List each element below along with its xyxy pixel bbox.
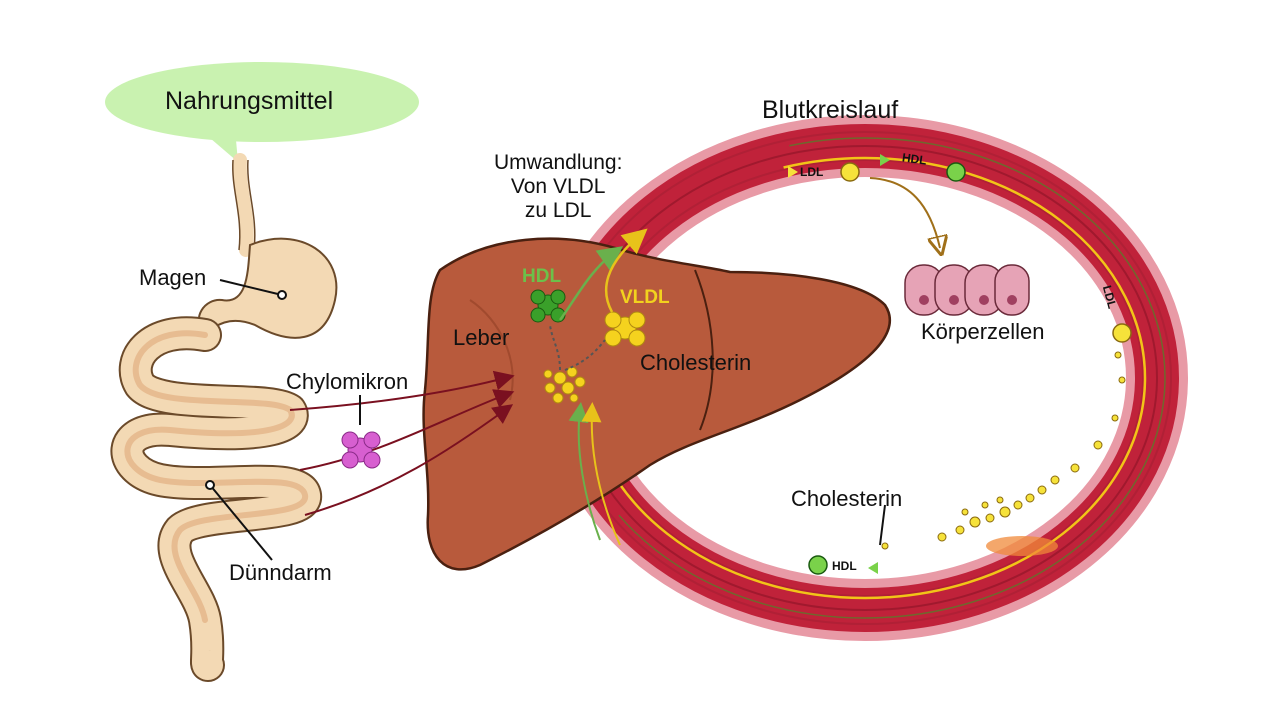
cholesterol-deposits-vessel (881, 351, 1126, 550)
small-intestine-label: Dünndarm (229, 560, 332, 585)
food-label: Nahrungsmittel (165, 87, 334, 115)
liver-label: Leber (453, 325, 510, 350)
stomach-label: Magen (139, 265, 207, 290)
cholesterol-liver-label: Cholesterin (640, 350, 752, 375)
liver-internal-flow (549, 324, 606, 371)
circulation-label: Blutkreislauf (762, 96, 899, 124)
ldl-particle-top (788, 162, 860, 182)
hdl-tag-bottom: HDL (832, 559, 857, 573)
ldl-tag-top: LDL (800, 165, 824, 179)
hdl-liver-label: HDL (522, 266, 562, 287)
conversion-label: Umwandlung: Von VLDL zu LDL (494, 151, 623, 222)
body-cells-label: Körperzellen (921, 319, 1045, 344)
chylomicron-particle (341, 395, 381, 469)
cholesterol-cluster-liver (543, 366, 586, 404)
small-intestine (110, 316, 322, 682)
plaque (986, 536, 1058, 556)
vldl-flow-arrow (604, 228, 648, 313)
body-cells (904, 264, 1030, 316)
vldl-label: VLDL (620, 287, 670, 308)
ldl-particle-right (1112, 323, 1132, 343)
chylomicron-transport-lines (289, 370, 515, 516)
vldl-cluster (604, 311, 646, 347)
cholesterol-vessel-label: Cholesterin (791, 486, 903, 511)
hdl-flow-arrow (558, 246, 624, 321)
return-flow-arrow (568, 402, 601, 541)
food-speech-bubble (105, 62, 419, 162)
hdl-particle-bottom (808, 555, 878, 575)
stomach (197, 237, 338, 339)
esophagus (232, 153, 254, 257)
return-flow-arrow-yellow (581, 402, 621, 546)
leader-lines (205, 279, 886, 561)
hdl-particle-top (880, 154, 966, 182)
ldl-to-cells-arrow (869, 177, 940, 248)
chylomicron-label: Chylomikron (286, 369, 409, 394)
